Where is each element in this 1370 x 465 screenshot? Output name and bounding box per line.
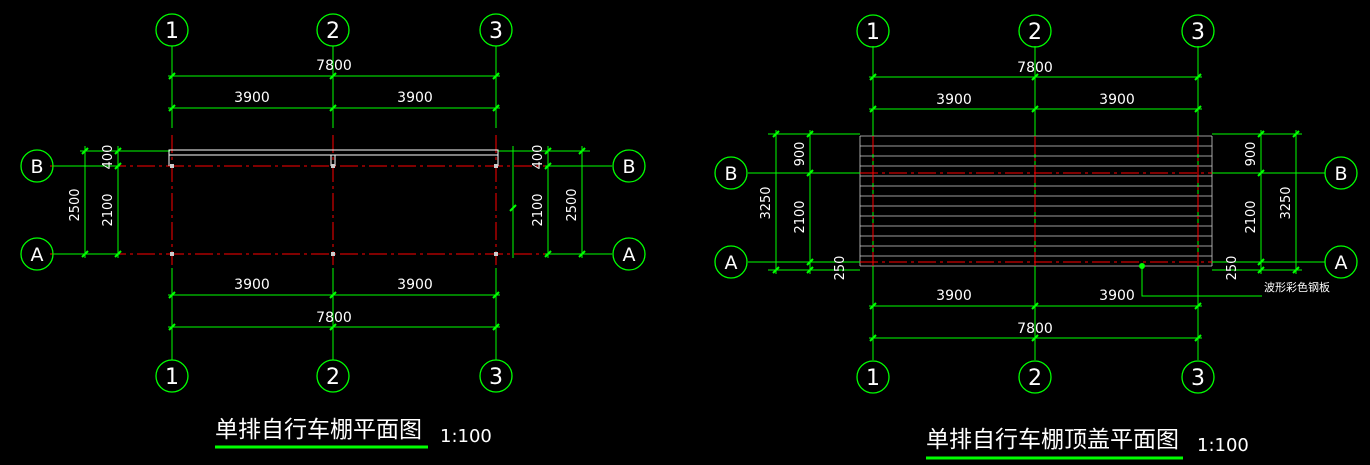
roof-sheet-lines (859, 135, 1213, 267)
right-dim-right-total: 3250 (1279, 186, 1294, 219)
right-grid-bubble-1-bottom: 1 (856, 360, 890, 394)
right-grid-bubble-2-bottom: 2 (1018, 360, 1052, 394)
svg-text:1: 1 (165, 365, 179, 390)
left-grid-bubble-2-bottom: 2 (316, 359, 350, 393)
right-dim-left-overhang-bottom: 250 (833, 256, 848, 281)
right-dim-right-overhang-bottom: 250 (1225, 256, 1240, 281)
right-dim-left-span: 2100 (793, 200, 808, 233)
left-dim-left-span: 2100 (101, 193, 116, 226)
svg-text:B: B (1334, 163, 1347, 185)
left-grid-bubble-a-right: A (612, 237, 646, 271)
svg-text:3: 3 (1191, 20, 1205, 45)
svg-text:2: 2 (326, 365, 340, 390)
left-dim-left-overhang: 400 (101, 145, 116, 170)
left-axis-lines (50, 135, 612, 265)
note-leader (1139, 263, 1262, 297)
right-dim-top-total: 7800 (1017, 60, 1053, 76)
svg-text:1: 1 (866, 366, 880, 391)
left-grid-bubble-1-top: 1 (155, 13, 189, 47)
svg-text:A: A (725, 252, 738, 274)
svg-text:A: A (31, 244, 44, 266)
right-grid-bubble-a-right: A (1324, 245, 1358, 279)
left-dim-bottom-bay-2: 3900 (397, 277, 433, 293)
right-dim-bottom-bay-1: 3900 (936, 288, 972, 304)
left-dim-top-bay-1: 3900 (234, 90, 270, 106)
svg-text:3: 3 (489, 365, 503, 390)
right-dim-left-overhang-top: 900 (793, 142, 808, 167)
left-plan-scale: 1:100 (440, 426, 492, 447)
left-plan: 7800 3900 3900 3900 3900 7800 2500 400 2… (20, 13, 646, 449)
left-dim-right-span: 2100 (531, 193, 546, 226)
right-dim-left-total: 3250 (759, 186, 774, 219)
left-vertical-extensions (171, 46, 497, 360)
left-plan-title: 单排自行车棚平面图 (215, 417, 422, 443)
left-grid-bubble-1-bottom: 1 (155, 359, 189, 393)
right-dim-top-bay-2: 3900 (1099, 92, 1135, 108)
svg-text:3: 3 (1191, 366, 1205, 391)
left-dim-bottom-total: 7800 (316, 310, 352, 326)
right-dim-bottom-bay-2: 3900 (1099, 288, 1135, 304)
svg-text:B: B (622, 156, 635, 178)
right-axis-lines (860, 136, 1212, 266)
left-grid-bubble-3-bottom: 3 (479, 359, 513, 393)
left-grid-bubble-2-top: 2 (316, 13, 350, 47)
right-ticks (772, 73, 1300, 342)
right-dim-bottom-total: 7800 (1017, 321, 1053, 337)
right-horizontal-extensions (748, 133, 1325, 271)
svg-text:B: B (30, 156, 43, 178)
right-grid-bubble-b-left: B (714, 156, 748, 190)
right-plan-scale: 1:100 (1197, 435, 1249, 456)
svg-text:A: A (1335, 252, 1348, 274)
svg-text:2: 2 (1028, 366, 1042, 391)
left-dim-right-total: 2500 (565, 188, 580, 221)
left-grid-bubble-a-left: A (20, 237, 54, 271)
svg-text:2: 2 (326, 19, 340, 44)
right-plan-title: 单排自行车棚顶盖平面图 (926, 427, 1179, 453)
svg-text:1: 1 (165, 19, 179, 44)
left-dim-right-overhang: 400 (531, 145, 546, 170)
left-ticks (81, 72, 586, 331)
right-grid-bubble-b-right: B (1324, 156, 1358, 190)
right-grid-bubble-1-top: 1 (856, 14, 890, 48)
right-plan: 波形彩色钢板 7800 3900 3900 3900 3900 7800 325… (714, 14, 1358, 460)
svg-text:B: B (724, 163, 737, 185)
svg-text:3: 3 (489, 19, 503, 44)
left-dim-top-bay-2: 3900 (397, 90, 433, 106)
right-grid-bubble-3-top: 3 (1181, 14, 1215, 48)
svg-text:1: 1 (866, 20, 880, 45)
right-dim-right-overhang-top: 900 (1244, 142, 1259, 167)
svg-text:A: A (623, 244, 636, 266)
left-dim-left-total: 2500 (68, 188, 83, 221)
svg-text:2: 2 (1028, 20, 1042, 45)
right-grid-bubble-a-left: A (714, 245, 748, 279)
left-grid-bubble-3-top: 3 (479, 13, 513, 47)
roof-material-note: 波形彩色钢板 (1264, 280, 1330, 294)
right-grid-bubble-3-bottom: 3 (1181, 360, 1215, 394)
left-grid-bubble-b-left: B (20, 149, 54, 183)
left-grid-bubble-b-right: B (612, 149, 646, 183)
right-dim-top-bay-1: 3900 (936, 92, 972, 108)
right-side-dimensions (775, 130, 1297, 274)
left-dim-top-total: 7800 (316, 58, 352, 74)
right-grid-bubble-2-top: 2 (1018, 14, 1052, 48)
left-posts (170, 164, 498, 256)
right-dim-right-span: 2100 (1244, 200, 1259, 233)
left-dim-bottom-bay-1: 3900 (234, 277, 270, 293)
